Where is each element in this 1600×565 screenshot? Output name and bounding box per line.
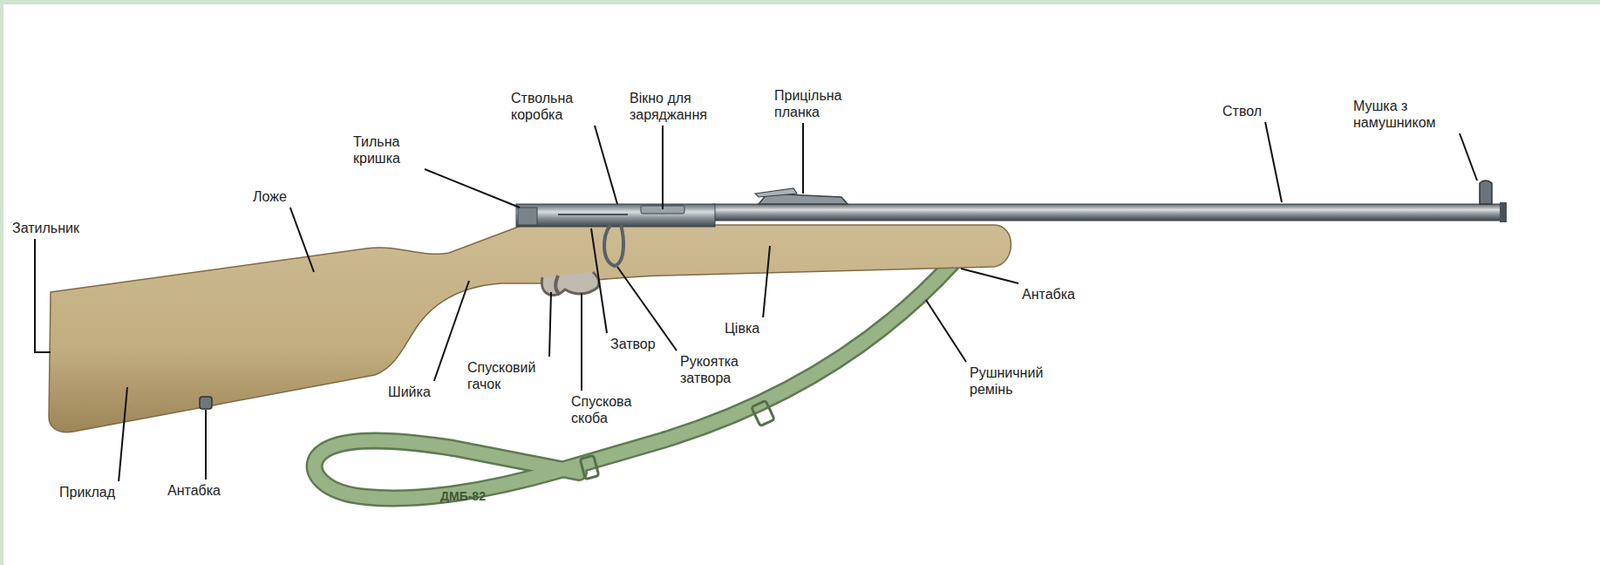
leader-line [34,238,51,353]
leader-line [661,125,664,210]
part-label: Рушничний ремінь [969,364,1068,398]
leader-line [925,299,967,362]
leader-lines [34,122,1478,482]
leader-line [762,245,770,318]
leader-line [802,122,804,194]
part-label: Прицільна планка [774,87,862,121]
leader-line [204,409,207,480]
part-label: Вікно для заряджання [629,89,735,123]
part-label: Затильник [12,219,80,237]
part-label: Ложе [252,188,287,205]
leader-line [434,280,470,382]
leader-line [290,207,314,273]
part-label: Тильна кришка [353,133,422,167]
part-label: Рукоятка затвора [680,353,761,387]
part-label: Приклад [59,483,116,501]
part-label: Цівка [724,320,760,337]
part-label: Спускова скоба [571,393,645,427]
rear-sight [755,188,848,205]
strap-marking: ДМБ-82 [440,488,486,505]
leader-line [591,228,607,334]
leader-line [549,292,552,357]
part-label: Антабка [167,482,221,499]
leader-line [424,169,520,208]
part-label: Шийка [388,383,431,401]
front-sight [1479,180,1492,205]
leader-line [118,387,128,482]
part-label: Спусковий гачок [467,359,546,393]
part-label: Ствольна коробка [510,89,592,123]
rifle-stock [48,224,1012,433]
trigger-group [541,272,599,296]
leader-line [960,268,1019,284]
receiver [516,204,715,227]
barrel [713,204,1505,221]
bolt-handle [604,224,624,266]
part-label: Антабка [1021,285,1076,303]
rear-swivel [199,396,212,409]
page-ground: Затильник Ложе Тильна кришка Ствольна короб… [3,4,1600,565]
part-label: Мушка з намушником [1353,97,1457,131]
leader-line [594,125,618,205]
leader-line [1459,133,1478,181]
leader-line [1265,122,1282,203]
leader-line [580,292,583,391]
part-label: Ствол [1222,102,1262,120]
part-label: Затвор [610,335,656,353]
